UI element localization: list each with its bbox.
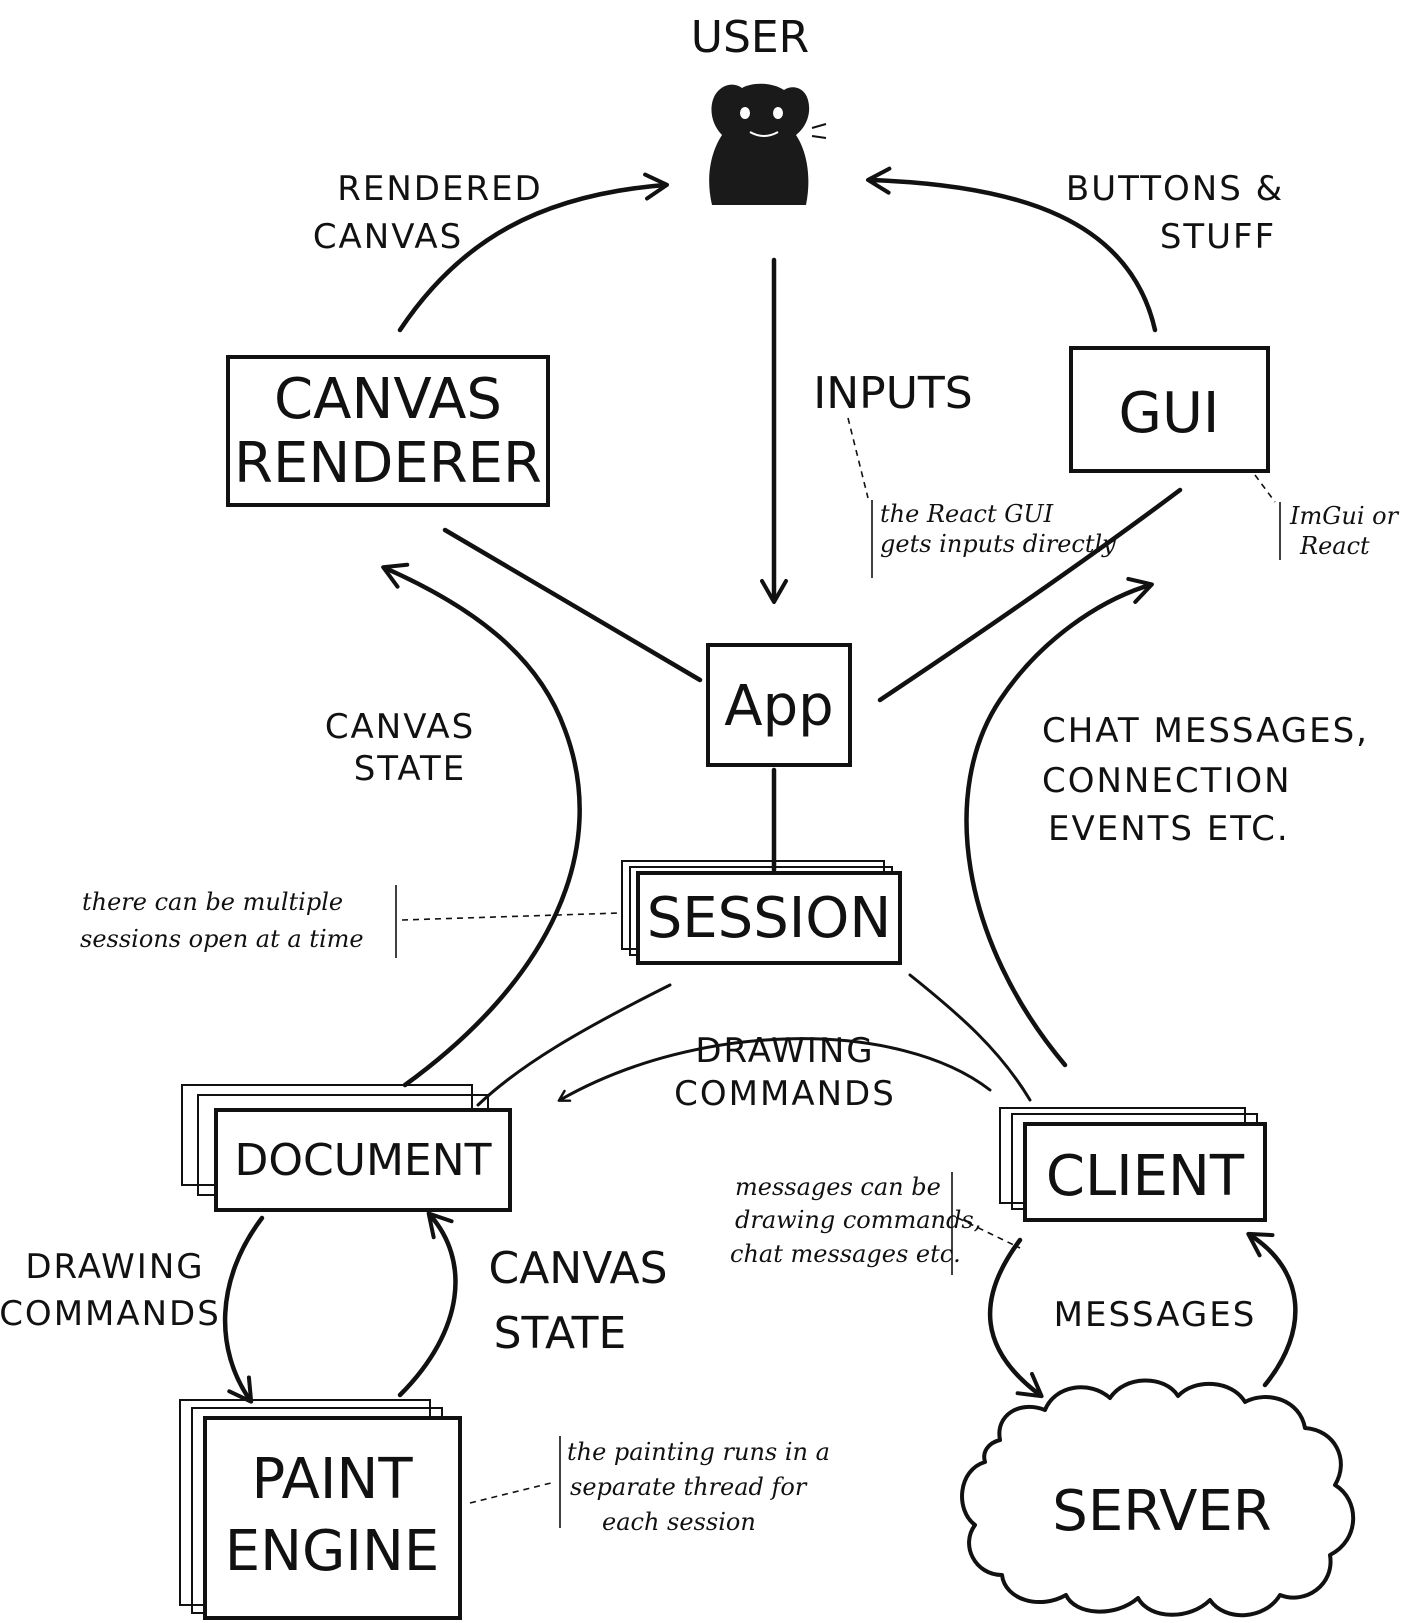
label-drawing-commands-left-2: COMMANDS [0, 1294, 221, 1334]
node-app: App [706, 643, 852, 767]
edges [222, 166, 1298, 1404]
note-multiple-sessions-1: there can be multiple [82, 888, 343, 916]
paint-engine-line-2: ENGINE [225, 1519, 439, 1584]
edge-chat-messages [964, 576, 1154, 1068]
label-rendered-canvas-1: RENDERED [337, 169, 543, 209]
edge-messages-down [987, 1237, 1044, 1399]
label-drawing-commands-mid-2: COMMANDS [674, 1074, 896, 1114]
label-drawing-commands-left-1: DRAWING [25, 1247, 204, 1287]
node-server: SERVER [960, 1378, 1356, 1618]
node-user: USER [691, 12, 827, 205]
node-paint-engine: PAINT ENGINE [179, 1399, 462, 1620]
edge-app-renderer [442, 527, 703, 683]
gui-label: GUI [1119, 381, 1220, 446]
server-label: SERVER [1052, 1479, 1271, 1544]
note-messages-types-1: messages can be [735, 1173, 941, 1201]
client-label: CLIENT [1046, 1144, 1245, 1209]
label-chat-messages-2: CONNECTION [1042, 761, 1292, 801]
label-buttons-stuff-1: BUTTONS & [1066, 169, 1284, 209]
note-messages-types-2: drawing commands, [735, 1206, 981, 1234]
label-canvas-state-bottom-2: STATE [494, 1308, 627, 1359]
label-chat-messages-1: CHAT MESSAGES, [1042, 711, 1369, 751]
app-label: App [724, 674, 833, 739]
label-messages: MESSAGES [1054, 1295, 1257, 1335]
node-document: DOCUMENT [181, 1084, 512, 1212]
node-client: CLIENT [999, 1107, 1267, 1222]
label-canvas-state-top-1: CANVAS [325, 707, 475, 747]
edge-app-gui [877, 487, 1183, 703]
label-buttons-stuff-2: STUFF [1160, 217, 1276, 257]
label-inputs: INPUTS [813, 368, 972, 419]
note-messages-types-3: chat messages etc. [730, 1240, 961, 1268]
canvas-renderer-line-2: RENDERER [234, 431, 542, 496]
edge-drawing-commands-left [222, 1215, 265, 1404]
session-label: SESSION [647, 886, 892, 951]
edge-session-document [476, 983, 672, 1107]
note-imgui-2: React [1299, 532, 1370, 560]
label-drawing-commands-mid-1: DRAWING [695, 1031, 874, 1071]
label-canvas-state-top-2: STATE [354, 749, 467, 789]
label-canvas-state-bottom-1: CANVAS [488, 1243, 667, 1294]
edge-buttons-stuff [866, 166, 1158, 333]
edge-rendered-canvas [397, 172, 669, 333]
notes: the React GUI gets inputs directly ImGui… [80, 417, 1400, 1536]
node-session: SESSION [621, 860, 902, 965]
note-painting-thread-1: the painting runs in a [567, 1438, 830, 1466]
user-mascot-icon [709, 83, 827, 205]
canvas-renderer-line-1: CANVAS [274, 367, 502, 432]
note-multiple-sessions-2: sessions open at a time [80, 925, 364, 953]
label-chat-messages-3: EVENTS ETC. [1048, 809, 1290, 849]
document-label: DOCUMENT [235, 1135, 492, 1186]
note-react-gui-1: the React GUI [880, 500, 1054, 528]
node-canvas-renderer: CANVAS RENDERER [226, 355, 550, 507]
edge-canvas-state-bottom [397, 1211, 458, 1398]
note-react-gui-2: gets inputs directly [880, 530, 1116, 558]
paint-engine-line-1: PAINT [251, 1447, 413, 1512]
note-painting-thread-3: each session [602, 1508, 756, 1536]
edge-session-client [908, 973, 1032, 1102]
node-gui: GUI [1069, 346, 1270, 473]
edge-canvas-state-top [381, 562, 582, 1088]
server-cloud-shape [960, 1378, 1356, 1618]
edge-messages-up [1246, 1231, 1298, 1388]
note-painting-thread-2: separate thread for [570, 1473, 808, 1501]
edge-drawing-commands-mid [557, 1037, 992, 1102]
user-title: USER [691, 12, 810, 63]
label-rendered-canvas-2: CANVAS [313, 217, 463, 257]
note-imgui-1: ImGui or [1289, 502, 1400, 530]
edge-labels: RENDERED CANVAS BUTTONS & STUFF INPUTS C… [0, 169, 1369, 1359]
